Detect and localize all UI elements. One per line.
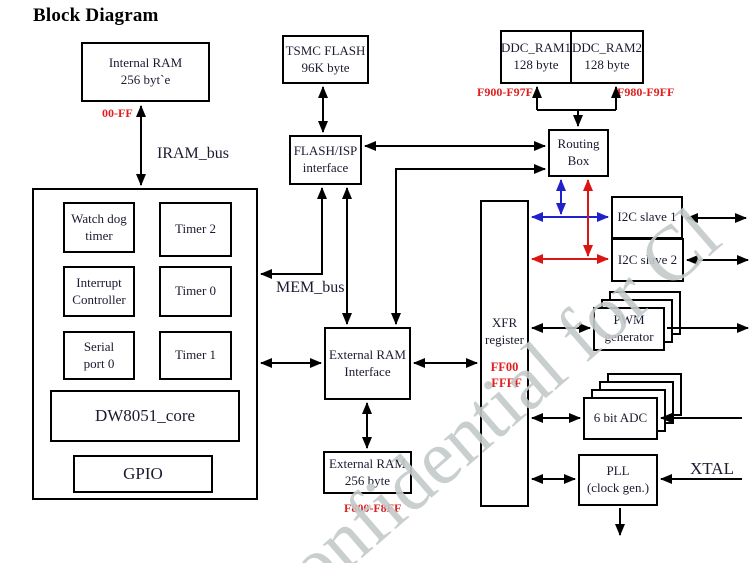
block-label: generator — [604, 329, 654, 344]
page-title: Block Diagram — [33, 5, 159, 26]
block-dw8051-core: DW8051_core — [50, 390, 240, 442]
block-i2c-slave2: I2C slave 2 — [611, 238, 684, 282]
addr-external-ram: F800-F8FF — [344, 501, 402, 515]
block-label: 256 byte — [344, 472, 391, 488]
block-label: DW8051_core — [94, 405, 196, 425]
block-label: Routing — [557, 136, 600, 152]
block-label: Timer 1 — [174, 347, 217, 363]
block-label: (clock gen.) — [586, 480, 650, 495]
block-external-ram-interface: External RAM Interface — [324, 327, 411, 400]
label-xtal: XTAL — [690, 459, 734, 478]
block-label: I2C slave 2 — [617, 251, 678, 267]
block-label: FLASH/ISP — [293, 143, 358, 159]
block-label: Interrupt — [76, 274, 122, 290]
block-label: DDC_RAM2 — [571, 40, 643, 56]
block-timer1: Timer 1 — [159, 331, 232, 380]
block-label: interface — [302, 160, 349, 175]
block-label: Timer 0 — [174, 283, 217, 299]
block-label: timer — [85, 227, 113, 243]
block-i2c-slave1: I2C slave 1 — [611, 196, 683, 239]
block-label: 96K byte — [301, 59, 350, 75]
block-routing-box: Routing Box — [548, 129, 609, 177]
block-6bit-adc: 6 bit ADC — [583, 397, 658, 440]
block-serial-port0: Serial port 0 — [63, 331, 135, 380]
block-internal-ram: Internal RAM 256 byt`e — [81, 42, 210, 102]
block-label: Timer 2 — [174, 221, 217, 237]
label-mem-bus: MEM_bus — [276, 279, 345, 296]
block-ddc-ram2: DDC_RAM2 128 byte — [570, 30, 644, 84]
block-label: Controller — [72, 291, 126, 307]
block-label: 256 byt`e — [120, 72, 171, 87]
block-label: DDC_RAM1 — [500, 40, 572, 56]
block-label: Watch dog — [71, 210, 127, 226]
block-label: Internal RAM — [108, 55, 183, 71]
block-flash-isp-interface: FLASH/ISP interface — [289, 135, 362, 185]
block-timer0: Timer 0 — [159, 266, 232, 317]
addr-label: FF00 — [490, 359, 519, 374]
block-label: Box — [567, 153, 590, 168]
block-label: 6 bit ADC — [593, 410, 648, 426]
block-pwm-generator: PWM generator — [593, 307, 665, 351]
block-interrupt-controller: Interrupt Controller — [63, 266, 135, 317]
block-label: I2C slave 1 — [617, 209, 677, 225]
addr-ddc-ram1: F900-F97F — [477, 85, 533, 99]
block-label: Serial — [83, 338, 115, 354]
block-label: External RAM — [329, 455, 406, 471]
block-label: TSMC FLASH — [285, 42, 366, 58]
block-label: GPIO — [123, 463, 163, 483]
block-gpio: GPIO — [73, 455, 213, 493]
block-label: 128 byte — [584, 57, 630, 72]
blue-i2c1-bus — [531, 179, 609, 222]
label-iram-bus: IRAM_bus — [157, 145, 230, 162]
block-label: PWM — [613, 312, 645, 328]
addr-label: -FFFF — [487, 376, 522, 391]
block-tsmc-flash: TSMC FLASH 96K byte — [282, 35, 369, 84]
block-label: External RAM — [329, 346, 406, 362]
addr-internal-ram: 00-FF — [102, 106, 133, 120]
block-pll-clock-gen: PLL (clock gen.) — [578, 454, 658, 506]
block-xfr-register: XFR register FF00 -FFFF — [480, 200, 529, 507]
block-label: Interface — [344, 363, 391, 379]
block-ddc-ram1: DDC_RAM1 128 byte — [500, 30, 572, 84]
block-label: port 0 — [83, 355, 115, 371]
red-i2c2-bus — [531, 179, 609, 264]
block-label: XFR — [491, 314, 518, 330]
block-label: 128 byte — [513, 57, 559, 72]
block-label: register — [485, 331, 524, 347]
addr-ddc-ram2: F980-F9FF — [617, 85, 675, 99]
block-external-ram: External RAM 256 byte — [323, 451, 412, 494]
block-timer2: Timer 2 — [159, 202, 232, 257]
block-label: PLL — [606, 463, 630, 479]
addr-xfr-register: FF00 -FFFF — [487, 359, 522, 393]
block-watchdog-timer: Watch dog timer — [63, 202, 135, 253]
